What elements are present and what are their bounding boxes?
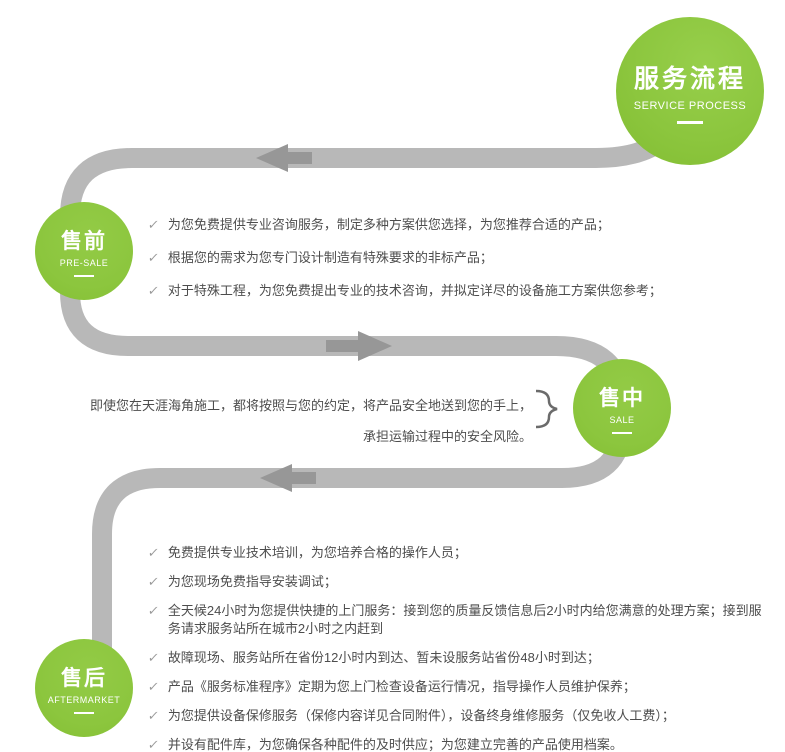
check-icon: ✓ — [146, 603, 161, 618]
check-icon: ✓ — [146, 217, 161, 232]
check-icon: ✓ — [146, 737, 161, 752]
arrow-left-icon — [260, 464, 316, 492]
check-icon: ✓ — [146, 679, 161, 694]
aftersale-list: ✓ 免费提供专业技术培训，为您培养合格的操作人员； ✓ 为您现场免费指导安装调试… — [146, 544, 770, 752]
aftersale-item-text: 为您现场免费指导安装调试； — [167, 574, 337, 589]
list-item: ✓ 产品《服务标准程序》定期为您上门检查设备运行情况，指导操作人员维护保养； — [146, 678, 770, 696]
sale-subtitle: SALE — [609, 415, 635, 425]
aftersale-item-text: 为您提供设备保修服务（保修内容详见合同附件），设备终身维修服务（仅免收人工费）； — [167, 708, 675, 723]
header-badge: 服务流程 SERVICE PROCESS — [616, 17, 764, 165]
check-icon: ✓ — [146, 650, 161, 665]
list-item: ✓ 为您免费提供专业咨询服务，制定多种方案供您选择，为您推荐合适的产品； — [146, 216, 770, 234]
list-item: ✓ 对于特殊工程，为您免费提出专业的技术咨询，并拟定详尽的设备施工方案供您参考； — [146, 282, 770, 300]
list-item: ✓ 并设有配件库，为您确保各种配件的及时供应；为您建立完善的产品使用档案。 — [146, 736, 770, 752]
stage-badge-aftersale: 售后 AFTERMARKET — [35, 639, 133, 737]
check-icon: ✓ — [146, 545, 161, 560]
sale-title: 售中 — [599, 387, 645, 410]
presale-list: ✓ 为您免费提供专业咨询服务，制定多种方案供您选择，为您推荐合适的产品； ✓ 根… — [146, 216, 770, 300]
divider-dash — [74, 712, 94, 714]
presale-item-text: 根据您的需求为您专门设计制造有特殊要求的非标产品； — [167, 250, 493, 265]
list-item: ✓ 为您现场免费指导安装调试； — [146, 573, 770, 591]
arrow-left-icon — [256, 144, 312, 172]
presale-item-text: 对于特殊工程，为您免费提出专业的技术咨询，并拟定详尽的设备施工方案供您参考； — [167, 283, 662, 298]
stage-badge-presale: 售前 PRE-SALE — [35, 202, 133, 300]
check-icon: ✓ — [146, 250, 161, 265]
list-item: ✓ 全天候24小时为您提供快捷的上门服务：接到您的质量反馈信息后2小时内给您满意… — [146, 602, 770, 638]
arrow-right-icon — [326, 331, 392, 361]
divider-dash — [677, 120, 703, 124]
divider-dash — [612, 432, 632, 434]
sale-line: 即使您在天涯海角施工，都将按照与您的约定，将产品安全地送到您的手上， — [89, 398, 532, 413]
sale-line: 承担运输过程中的安全风险。 — [362, 429, 532, 444]
divider-dash — [74, 275, 94, 277]
brace-icon — [535, 389, 558, 429]
aftersale-item-text: 全天候24小时为您提供快捷的上门服务：接到您的质量反馈信息后2小时内给您满意的处… — [167, 603, 762, 636]
check-icon: ✓ — [146, 283, 161, 298]
check-icon: ✓ — [146, 574, 161, 589]
aftersale-item-text: 免费提供专业技术培训，为您培养合格的操作人员； — [167, 545, 467, 560]
header-title: 服务流程 — [633, 64, 746, 93]
presale-item-text: 为您免费提供专业咨询服务，制定多种方案供您选择，为您推荐合适的产品； — [167, 217, 610, 232]
aftersale-title: 售后 — [61, 667, 107, 690]
list-item: ✓ 根据您的需求为您专门设计制造有特殊要求的非标产品； — [146, 249, 770, 267]
header-subtitle: SERVICE PROCESS — [633, 99, 747, 112]
list-item: ✓ 为您提供设备保修服务（保修内容详见合同附件），设备终身维修服务（仅免收人工费… — [146, 707, 770, 725]
stage-badge-sale: 售中 SALE — [573, 359, 671, 457]
presale-subtitle: PRE-SALE — [59, 258, 109, 268]
list-item: ✓ 故障现场、服务站所在省份12小时内到达、暂未设服务站省份48小时到达； — [146, 649, 770, 667]
aftersale-item-text: 产品《服务标准程序》定期为您上门检查设备运行情况，指导操作人员维护保养； — [167, 679, 636, 694]
aftersale-item-text: 并设有配件库，为您确保各种配件的及时供应；为您建立完善的产品使用档案。 — [167, 737, 623, 752]
check-icon: ✓ — [146, 708, 161, 723]
sale-description: 即使您在天涯海角施工，都将按照与您的约定，将产品安全地送到您的手上， 承担运输过… — [60, 390, 532, 452]
aftersale-item-text: 故障现场、服务站所在省份12小时内到达、暂未设服务站省份48小时到达； — [167, 650, 600, 665]
presale-title: 售前 — [61, 230, 107, 253]
list-item: ✓ 免费提供专业技术培训，为您培养合格的操作人员； — [146, 544, 770, 562]
aftersale-subtitle: AFTERMARKET — [47, 695, 121, 705]
